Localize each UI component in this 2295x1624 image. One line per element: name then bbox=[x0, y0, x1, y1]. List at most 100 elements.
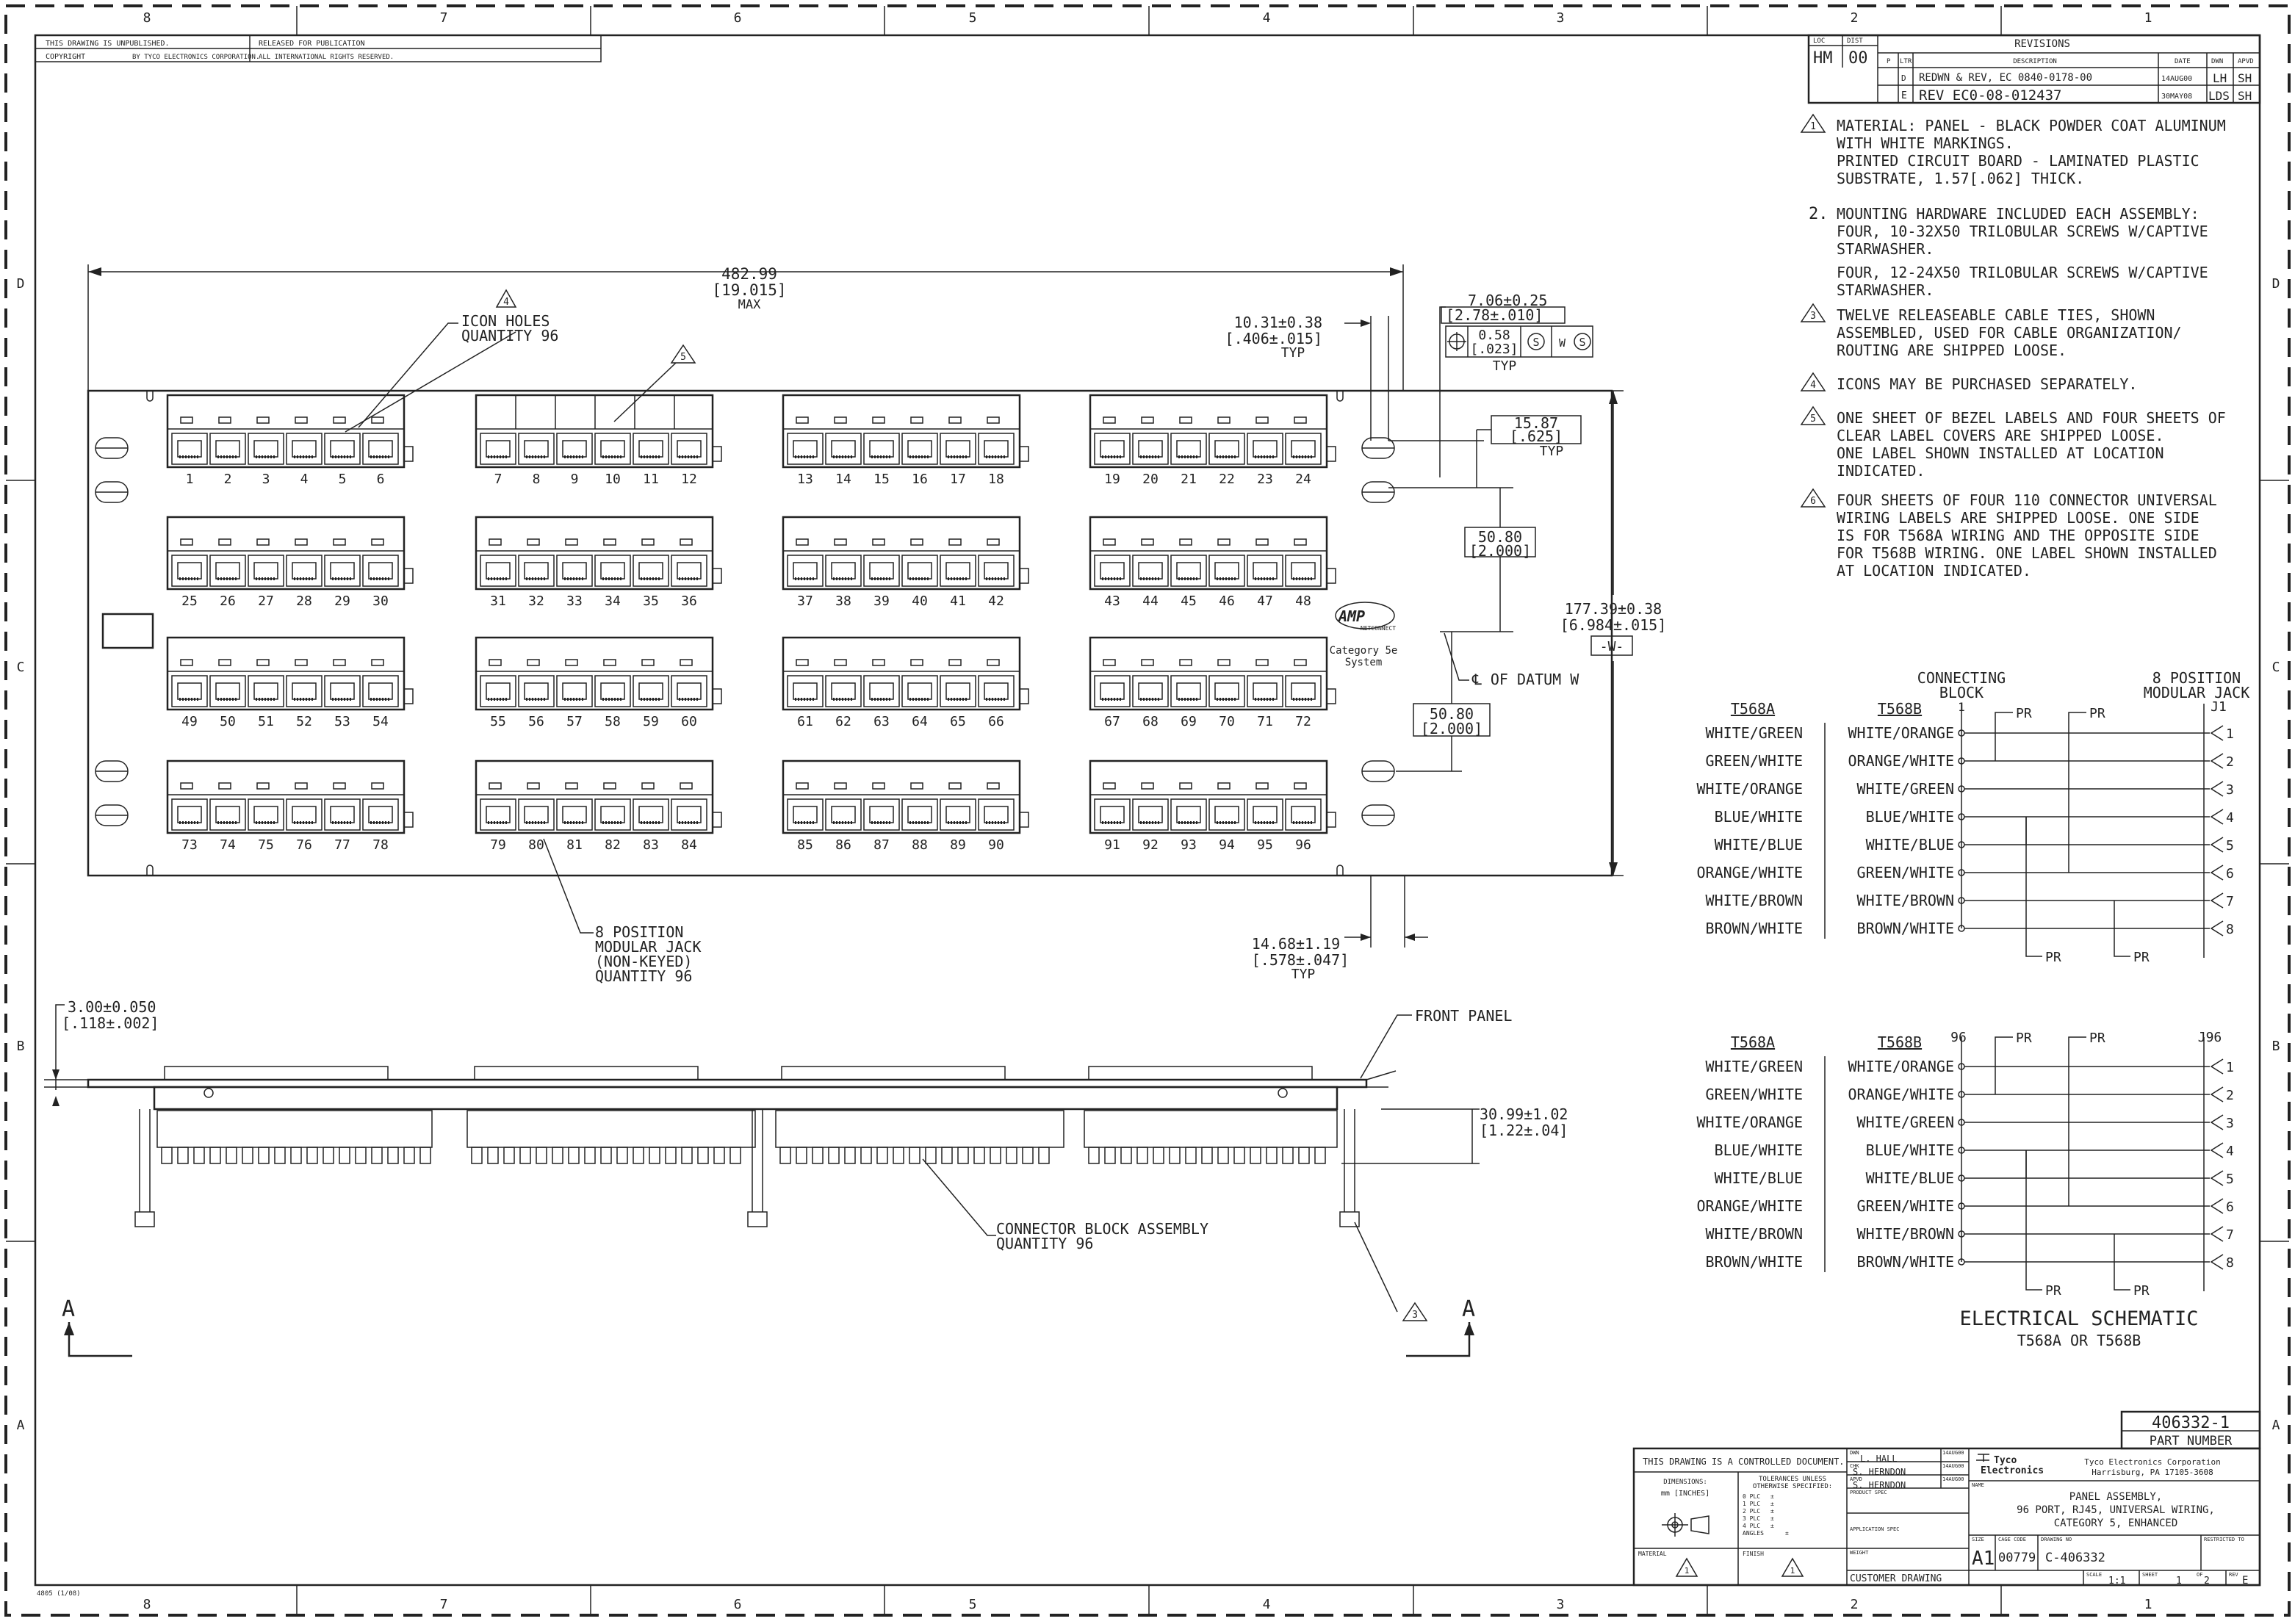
front-panel-callout: FRONT PANEL bbox=[1360, 1007, 1512, 1079]
zone-row-left: C bbox=[17, 660, 25, 675]
idc-contact bbox=[177, 1147, 189, 1164]
port-module bbox=[1089, 516, 1328, 591]
jack-contact bbox=[2210, 725, 2224, 741]
fcf-s1: S bbox=[1532, 336, 1539, 349]
dim-5080-a: 50.80 bbox=[1478, 528, 1522, 546]
rev-loc-label: LOC bbox=[1813, 37, 1825, 45]
pr-leader bbox=[2114, 1262, 2130, 1291]
dim-5080-b-in: [2.000] bbox=[1421, 720, 1482, 737]
port-number: 85 bbox=[797, 837, 813, 853]
icon-hole bbox=[256, 538, 270, 546]
dim-706: 7.06±0.25 bbox=[1468, 292, 1547, 309]
rev-col-dwn: DWN bbox=[2211, 58, 2223, 65]
cable-tie-mount bbox=[1339, 1211, 1360, 1227]
rj45-jack bbox=[518, 798, 555, 831]
datum-w: -W- bbox=[1600, 639, 1624, 654]
t568b-color: GREEN/WHITE bbox=[1857, 1197, 1954, 1215]
port-number: 63 bbox=[873, 714, 890, 729]
t568a-color: WHITE/GREEN bbox=[1706, 724, 1803, 742]
port-number: 93 bbox=[1181, 837, 1197, 853]
sheet-label: SHEET bbox=[2142, 1572, 2158, 1578]
dwg-label: DRAWING NO bbox=[2041, 1537, 2072, 1542]
rj45-jack bbox=[825, 675, 862, 707]
jack-pin: 7 bbox=[2226, 894, 2234, 909]
rev-row-e-ltr: E bbox=[1901, 90, 1907, 101]
plc-tolerance: ± bbox=[1770, 1515, 1774, 1522]
icon-holes-callout: 4 ICON HOLES QUANTITY 96 bbox=[345, 289, 558, 433]
note-line: IS FOR T568A WIRING AND THE OPPOSITE SID… bbox=[1837, 527, 2199, 544]
port-number: 50 bbox=[220, 714, 236, 729]
jack-contact bbox=[2210, 1058, 2224, 1075]
rj45-opening bbox=[562, 440, 587, 458]
note-line: ICONS MAY BE PURCHASED SEPARATELY. bbox=[1837, 375, 2137, 393]
module-latch bbox=[1019, 688, 1029, 704]
t568b-color: WHITE/GREEN bbox=[1857, 780, 1954, 798]
port-number: 74 bbox=[220, 837, 236, 853]
icon-hole bbox=[1294, 538, 1307, 546]
jack-contact bbox=[2210, 920, 2224, 936]
icon-hole bbox=[910, 416, 923, 424]
port-number: 64 bbox=[912, 714, 928, 729]
zone-col-top: 6 bbox=[734, 10, 742, 26]
rj45-jack bbox=[825, 555, 862, 587]
flag-1-finish bbox=[1781, 1557, 1804, 1577]
dim-1031-in: [.406±.015] bbox=[1225, 330, 1322, 347]
rj45-jack bbox=[1170, 433, 1207, 465]
rev-row-e-dwn: LDS bbox=[2208, 89, 2230, 103]
rj45-jack bbox=[248, 675, 284, 707]
note-line: TWELVE RELEASEABLE CABLE TIES, SHOWN bbox=[1837, 306, 2155, 324]
zone-row-right: B bbox=[2272, 1039, 2280, 1054]
port-number: 29 bbox=[334, 593, 350, 609]
idc-contact bbox=[306, 1147, 318, 1164]
icon-hole bbox=[948, 782, 962, 790]
port-number: 4 bbox=[300, 472, 309, 487]
port-module bbox=[1089, 394, 1328, 469]
port-number: 92 bbox=[1142, 837, 1159, 853]
drawing-name-1: PANEL ASSEMBLY, bbox=[2069, 1491, 2162, 1503]
rj45-jack bbox=[1247, 555, 1283, 587]
idc-contact bbox=[828, 1147, 840, 1164]
port-number: 78 bbox=[372, 837, 389, 853]
electrical-schematic: CONNECTING BLOCK 1 8 POSITION MODULAR JA… bbox=[1697, 669, 2250, 1349]
jack-contact bbox=[2210, 809, 2224, 825]
rj45-opening bbox=[638, 682, 663, 700]
rev-row-d-dwn: LH bbox=[2213, 71, 2227, 85]
icon-hole bbox=[680, 782, 693, 790]
idc-contact bbox=[1282, 1147, 1294, 1164]
port-number: 21 bbox=[1181, 472, 1197, 487]
pr-label: PR bbox=[2016, 706, 2032, 721]
chk-label: CHK bbox=[1850, 1463, 1859, 1469]
icon-hole bbox=[1255, 538, 1269, 546]
dwn-label: DWN bbox=[1850, 1450, 1859, 1456]
weight-label: WEIGHT bbox=[1850, 1550, 1869, 1556]
rj45-opening bbox=[869, 682, 894, 700]
idc-contact bbox=[1250, 1147, 1261, 1164]
icon-hole bbox=[218, 416, 231, 424]
note-flag-number: 1 bbox=[1810, 121, 1816, 132]
schematic-title: ELECTRICAL SCHEMATIC bbox=[1959, 1307, 2198, 1330]
flag-1-material-text: 1 bbox=[1685, 1566, 1690, 1576]
product-spec: PRODUCT SPEC bbox=[1850, 1490, 1887, 1495]
icon-hole bbox=[371, 538, 384, 546]
idc-contact bbox=[403, 1147, 415, 1164]
pr-leader bbox=[2068, 712, 2086, 789]
icon-hole bbox=[565, 538, 578, 546]
port-number: 24 bbox=[1295, 472, 1311, 487]
amp-netconnect-logo: AMP NETCONNECT Category 5e System bbox=[1330, 602, 1397, 668]
port-number: 60 bbox=[681, 714, 697, 729]
icon-holes-1: ICON HOLES bbox=[461, 312, 550, 330]
icon-hole bbox=[218, 659, 231, 666]
rj45-jack bbox=[1094, 675, 1131, 707]
icon-hole bbox=[371, 659, 384, 666]
icon-hole bbox=[1217, 538, 1231, 546]
customer-drawing: CUSTOMER DRAWING bbox=[1850, 1573, 1942, 1584]
idc-contact bbox=[568, 1147, 580, 1164]
section-a-left: A bbox=[62, 1296, 75, 1322]
idc-contact bbox=[925, 1147, 937, 1164]
dim-width-in: [19.015] bbox=[712, 281, 786, 299]
rj45-opening bbox=[1291, 806, 1316, 823]
logo-tyco: Tyco bbox=[1994, 1455, 2017, 1466]
icon-hole bbox=[910, 659, 923, 666]
port-number: 30 bbox=[372, 593, 389, 609]
